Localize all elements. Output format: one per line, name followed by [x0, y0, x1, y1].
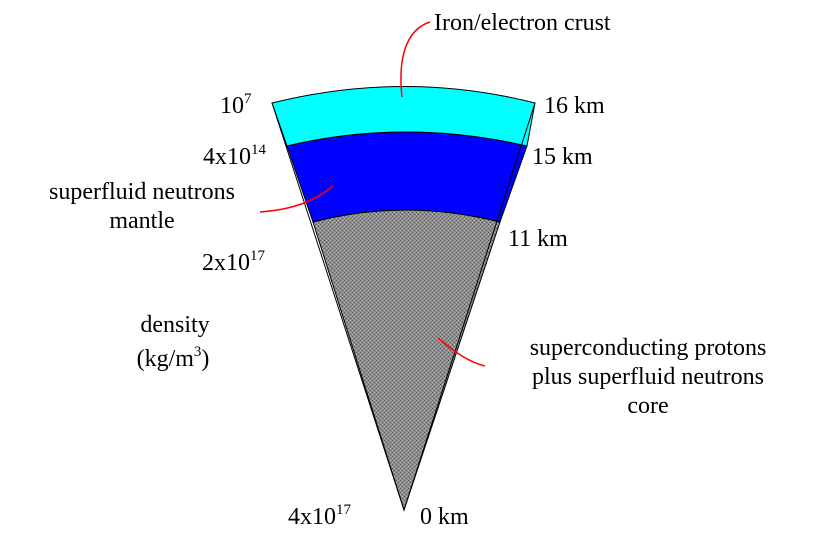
density-label-surface: 107 [220, 91, 252, 119]
mantle-label-line2: mantle [109, 208, 174, 234]
density-label-center: 4x1017 [288, 502, 352, 530]
wedge-outline [271, 102, 536, 512]
radius-label-16km: 16 km [544, 93, 605, 119]
core-region [312, 209, 501, 512]
crust-label: Iron/electron crust [434, 10, 611, 36]
core-label-line1: superconducting protons [530, 335, 767, 361]
core-label-line2: plus superfluid neutrons [532, 364, 764, 390]
mantle-label-line1: superfluid neutrons [49, 179, 235, 205]
mantle-region [286, 131, 528, 223]
density-label-mantle-base: 2x1017 [202, 248, 266, 276]
density-units: (kg/m3) [137, 344, 210, 372]
mantle-leader-line [259, 185, 334, 213]
core-leader-line [437, 337, 486, 367]
radius-label-11km: 11 km [508, 226, 568, 252]
radius-label-0km: 0 km [420, 504, 469, 530]
crust-region [271, 86, 536, 147]
radius-label-15km: 15 km [532, 144, 593, 170]
core-label-line3: core [627, 393, 668, 419]
crust-leader-line [400, 21, 431, 98]
density-label-crust-base: 4x1014 [203, 142, 267, 170]
density-title: density [140, 312, 209, 338]
